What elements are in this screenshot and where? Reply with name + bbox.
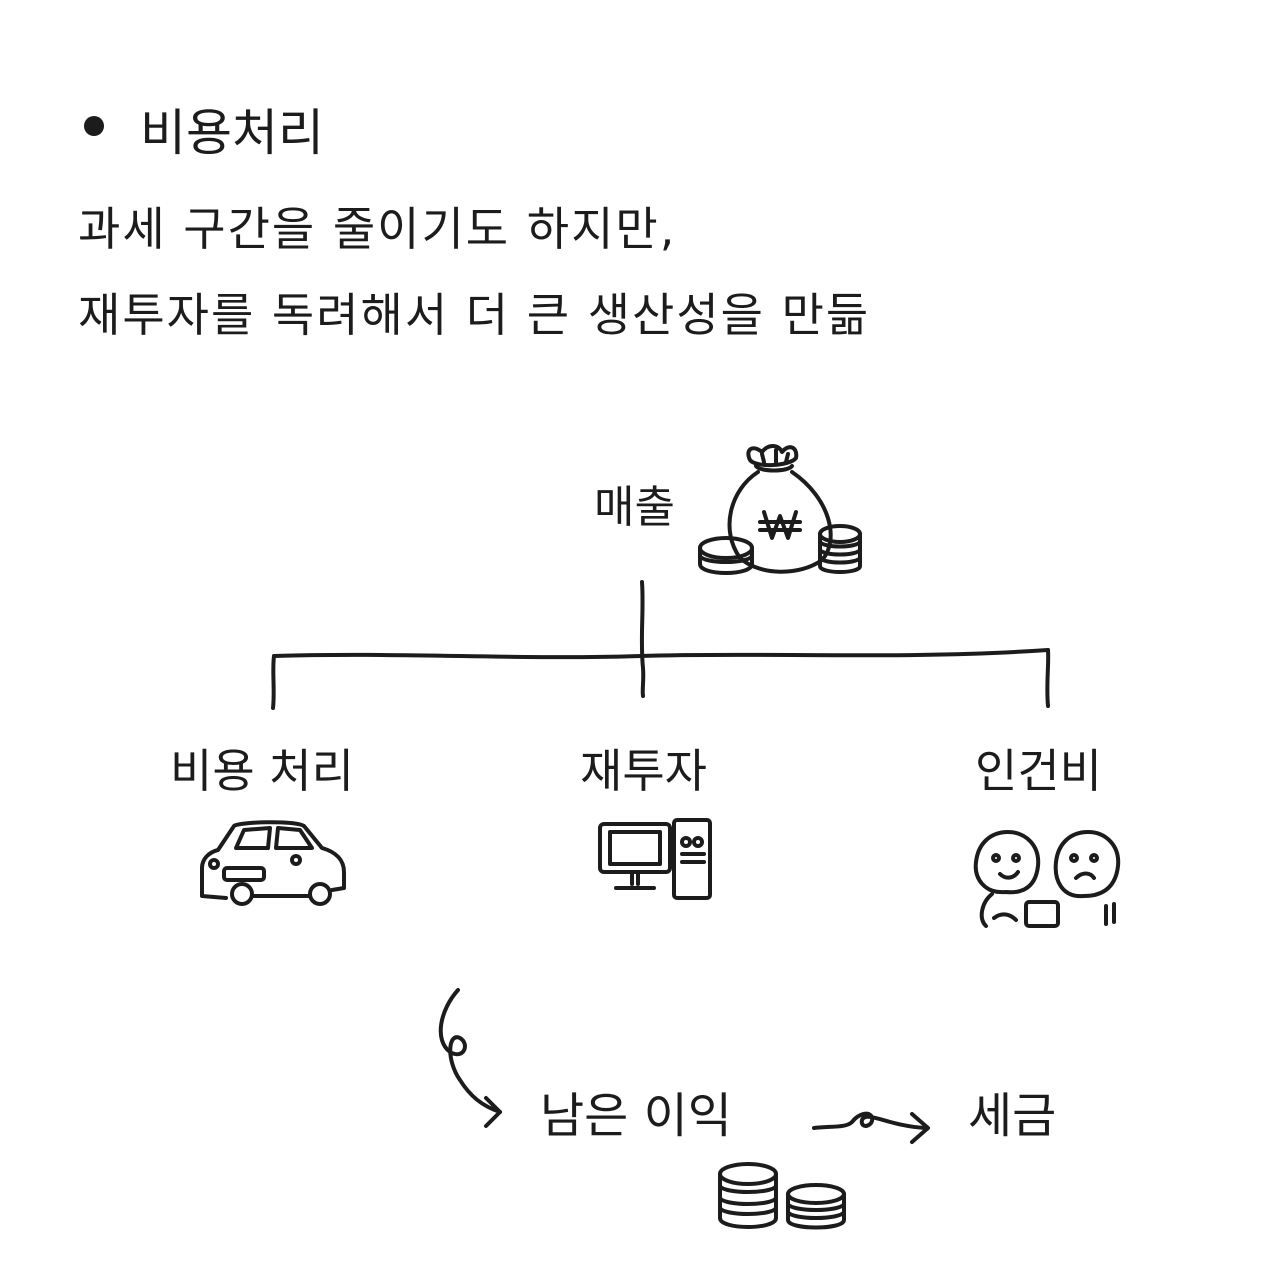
branch-label-expense: 비용 처리	[170, 744, 354, 798]
curly-arrow-to-tax	[812, 1111, 930, 1144]
money-bag-icon	[698, 444, 862, 575]
curly-arrow-to-profit	[438, 988, 502, 1128]
people-icon	[973, 830, 1121, 928]
car-icon	[200, 820, 346, 906]
branch-label-reinvest: 재투자	[580, 744, 707, 798]
description-line-2: 재투자를 독려해서 더 큰 생산성을 만듦	[78, 288, 871, 342]
section-heading: 비용처리	[140, 104, 324, 162]
description-line-1: 과세 구간을 줄이기도 하지만,	[78, 202, 677, 256]
remaining-profit-label: 남은 이익	[540, 1088, 732, 1144]
coins-icon	[718, 1162, 846, 1230]
revenue-label: 매출	[594, 482, 675, 533]
bullet-dot	[84, 116, 104, 136]
computer-icon	[598, 818, 712, 900]
branch-label-labor: 인건비	[975, 744, 1102, 798]
tax-label: 세금	[968, 1088, 1057, 1144]
